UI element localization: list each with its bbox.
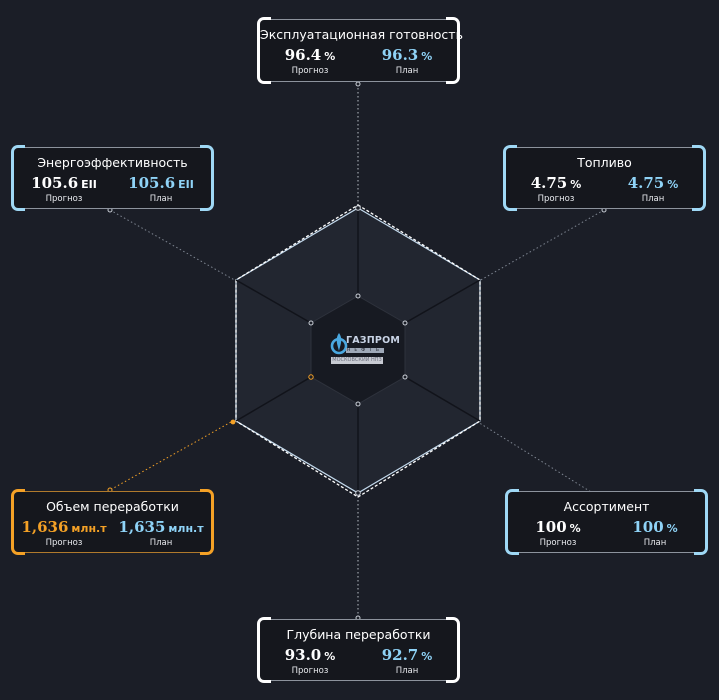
- gazprom-flame-icon: [330, 333, 348, 355]
- plan-metric: 92.7% План: [357, 646, 457, 677]
- plan-caption: План: [395, 66, 419, 76]
- plan-caption: План: [395, 666, 419, 676]
- plan-caption: План: [643, 538, 667, 548]
- forecast-value: 96.4: [284, 46, 322, 64]
- forecast-caption: Прогноз: [539, 538, 577, 548]
- forecast-caption: Прогноз: [291, 66, 329, 76]
- plan-unit: %: [421, 650, 433, 663]
- card-operational-readiness[interactable]: Эксплуатационная готовность 96.4% Прогно…: [257, 17, 463, 84]
- card-title: Ассортимент: [563, 499, 650, 514]
- card-title: Эксплуатационная готовность: [260, 27, 463, 42]
- plan-value: 96.3: [381, 46, 419, 64]
- card-processing-depth[interactable]: Глубина переработки 93.0% Прогноз 92.7% …: [257, 617, 460, 683]
- plan-value: 100: [632, 518, 664, 536]
- plan-unit: EII: [178, 178, 194, 191]
- plan-unit: %: [421, 50, 433, 63]
- forecast-caption: Прогноз: [291, 666, 329, 676]
- forecast-unit: %: [569, 522, 581, 535]
- plan-unit: млн.т: [168, 522, 204, 535]
- forecast-value: 1,636: [21, 518, 69, 536]
- plan-value: 105.6: [128, 174, 176, 192]
- logo-wordmark: ГАЗПРОМ: [346, 335, 400, 346]
- plan-metric: 96.3% План: [357, 46, 457, 77]
- forecast-metric: 93.0% Прогноз: [260, 646, 360, 677]
- card-title: Объем переработки: [46, 499, 179, 514]
- forecast-metric: 96.4% Прогноз: [260, 46, 360, 77]
- forecast-value: 105.6: [31, 174, 79, 192]
- radar-forecast-dot-processing-volume: [230, 419, 236, 425]
- logo-subline: НЕФТЬ: [346, 348, 384, 353]
- forecast-caption: Прогноз: [45, 194, 83, 204]
- forecast-unit: млн.т: [71, 522, 107, 535]
- plan-value: 4.75: [627, 174, 665, 192]
- plan-value: 1,635: [118, 518, 166, 536]
- logo-caption: МОСКОВСКИЙ НПЗ: [331, 357, 383, 364]
- plan-unit: %: [666, 522, 678, 535]
- plan-value: 92.7: [381, 646, 419, 664]
- forecast-caption: Прогноз: [45, 538, 83, 548]
- card-title: Глубина переработки: [286, 627, 431, 642]
- card-title: Топливо: [577, 155, 632, 170]
- plan-unit: %: [667, 178, 679, 191]
- card-fuel[interactable]: Топливо 4.75% Прогноз 4.75% План: [503, 145, 706, 211]
- forecast-metric: 100% Прогноз: [508, 518, 608, 549]
- leader-line-processing-volume: [109, 376, 312, 491]
- forecast-unit: %: [324, 50, 336, 63]
- forecast-value: 100: [535, 518, 567, 536]
- gazprom-logo: ГАЗПРОМ НЕФТЬ МОСКОВСКИЙ НПЗ: [328, 330, 400, 368]
- forecast-metric: 4.75% Прогноз: [506, 174, 606, 205]
- forecast-unit: %: [324, 650, 336, 663]
- forecast-unit: EII: [81, 178, 97, 191]
- forecast-caption: Прогноз: [537, 194, 575, 204]
- plan-metric: 100% План: [605, 518, 705, 549]
- plan-caption: План: [641, 194, 665, 204]
- plan-caption: План: [149, 538, 173, 548]
- card-title: Энергоэффективность: [37, 155, 188, 170]
- radar-spokes: [235, 208, 481, 493]
- leader-line-assortment: [404, 376, 605, 501]
- forecast-value: 4.75: [530, 174, 568, 192]
- forecast-value: 93.0: [284, 646, 322, 664]
- forecast-unit: %: [570, 178, 582, 191]
- card-assortment[interactable]: Ассортимент 100% Прогноз 100% План: [505, 489, 708, 555]
- plan-caption: План: [149, 194, 173, 204]
- radar-vertex-dot-processing-volume: [308, 374, 314, 380]
- plan-metric: 4.75% План: [603, 174, 703, 205]
